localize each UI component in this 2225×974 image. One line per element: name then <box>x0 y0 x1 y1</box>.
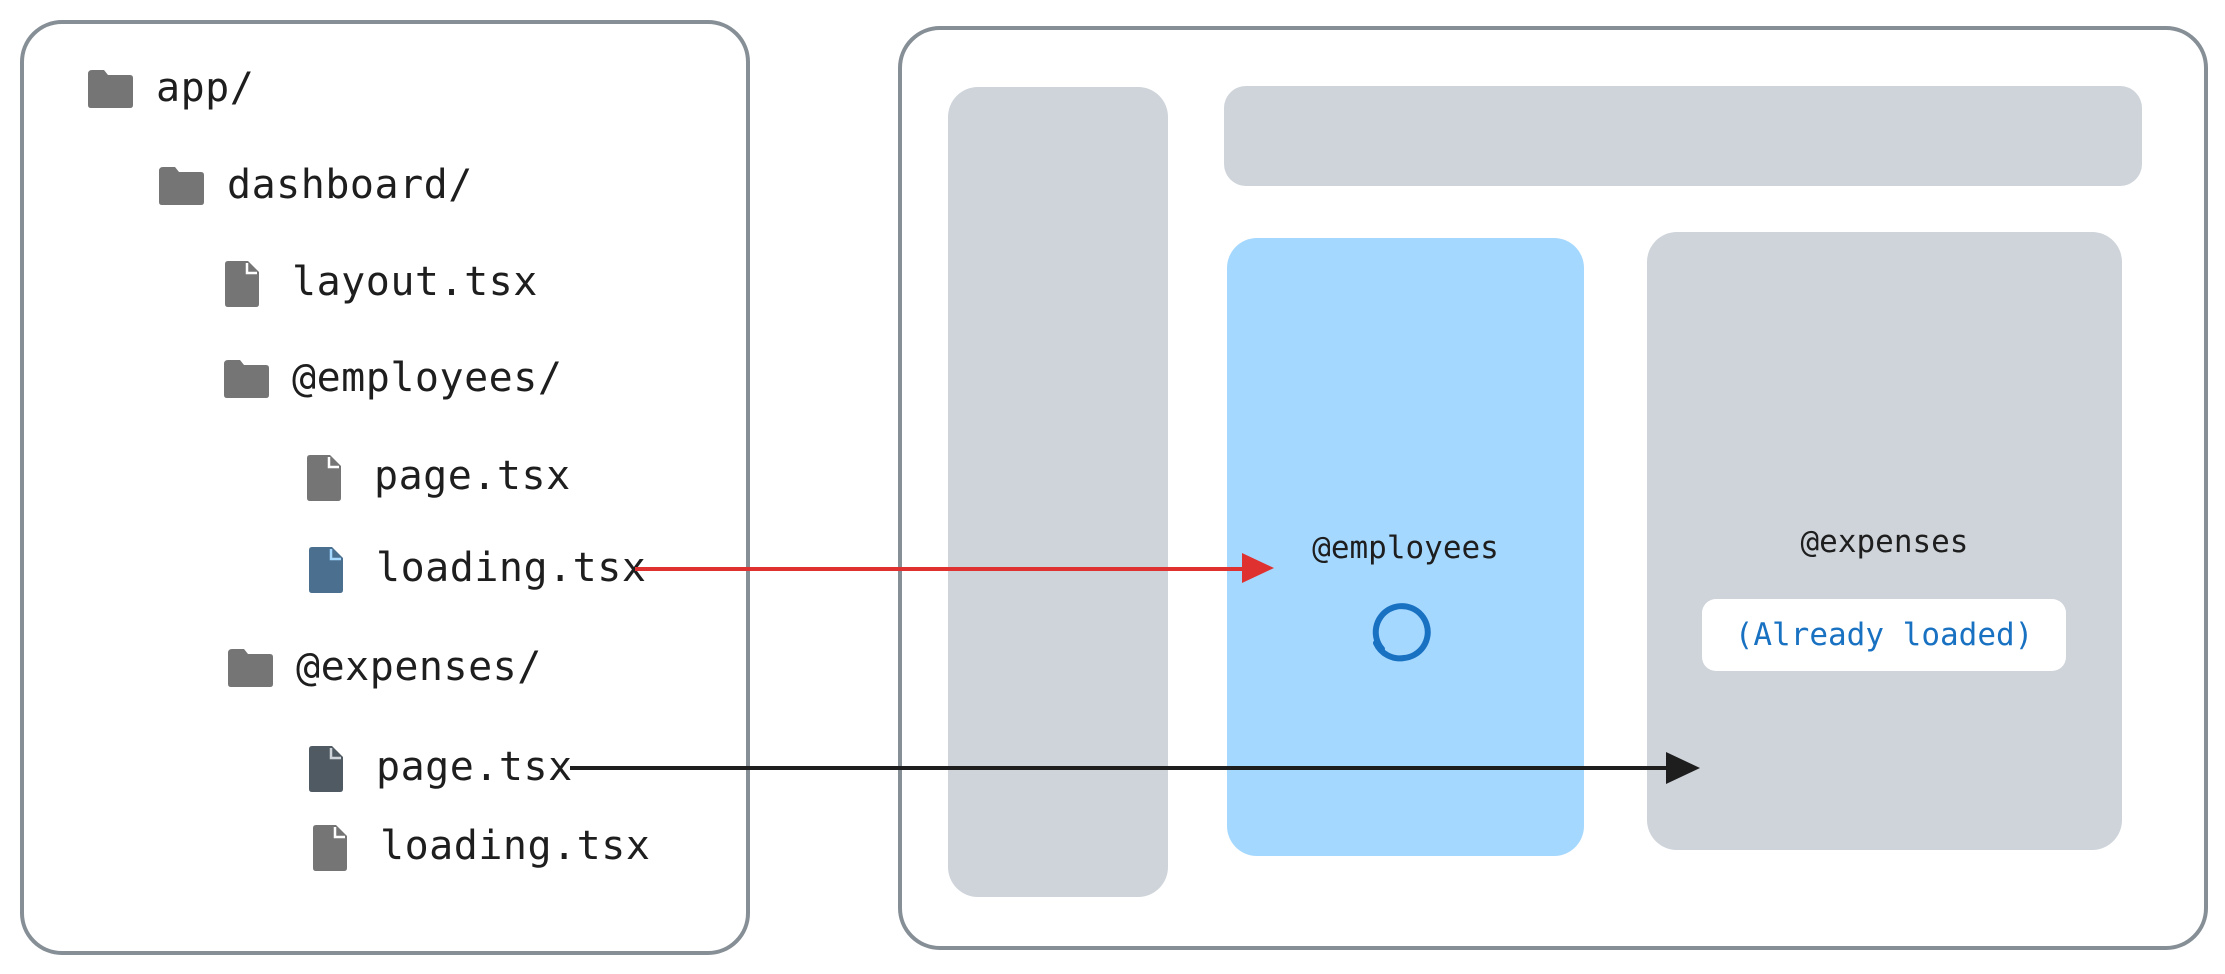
header-placeholder <box>1224 86 2142 186</box>
file-icon <box>306 546 354 593</box>
expenses-slot-label: @expenses <box>1800 524 1969 560</box>
tree-item-label: layout.tsx <box>292 259 538 305</box>
employees-slot: @employees <box>1227 238 1584 856</box>
tree-item-label: app/ <box>156 65 255 111</box>
folder-icon <box>226 645 274 689</box>
tree-item-app-folder[interactable]: app/ <box>86 58 254 118</box>
tree-item-expenses-page-file[interactable]: page.tsx <box>276 725 597 809</box>
folder-icon <box>86 66 134 110</box>
file-icon <box>304 454 352 501</box>
file-tree-panel <box>20 20 750 955</box>
tree-item-employees-loading-file[interactable]: loading.tsx <box>275 526 671 610</box>
tree-item-dashboard-folder[interactable]: dashboard/ <box>157 155 473 215</box>
folder-icon <box>157 163 205 207</box>
tree-item-employees-page-file[interactable]: page.tsx <box>304 446 571 506</box>
loading-spinner-icon <box>1372 603 1431 662</box>
file-icon <box>306 745 354 792</box>
page-to-expenses-arrow <box>569 752 1700 784</box>
tree-item-label: loading.tsx <box>380 823 651 869</box>
tree-item-label: @expenses/ <box>296 644 542 690</box>
tree-item-label: page.tsx <box>376 744 573 790</box>
tree-item-label: dashboard/ <box>227 162 473 208</box>
already-loaded-badge: (Already loaded) <box>1702 599 2066 671</box>
tree-item-expenses-folder[interactable]: @expenses/ <box>226 637 542 697</box>
sidebar-placeholder <box>948 87 1168 897</box>
tree-item-expenses-loading-file[interactable]: loading.tsx <box>310 816 650 876</box>
expenses-slot: @expenses (Already loaded) <box>1647 232 2122 850</box>
tree-item-label: loading.tsx <box>376 545 647 591</box>
tree-item-label: page.tsx <box>374 453 571 499</box>
tree-item-employees-folder[interactable]: @employees/ <box>222 348 562 408</box>
tree-item-label: @employees/ <box>292 355 563 401</box>
employees-slot-label: @employees <box>1312 530 1499 566</box>
file-icon <box>222 260 270 307</box>
tree-item-layout-file[interactable]: layout.tsx <box>222 252 538 312</box>
file-icon <box>310 824 358 871</box>
folder-icon <box>222 356 270 400</box>
loading-to-employees-arrow <box>635 553 1274 583</box>
